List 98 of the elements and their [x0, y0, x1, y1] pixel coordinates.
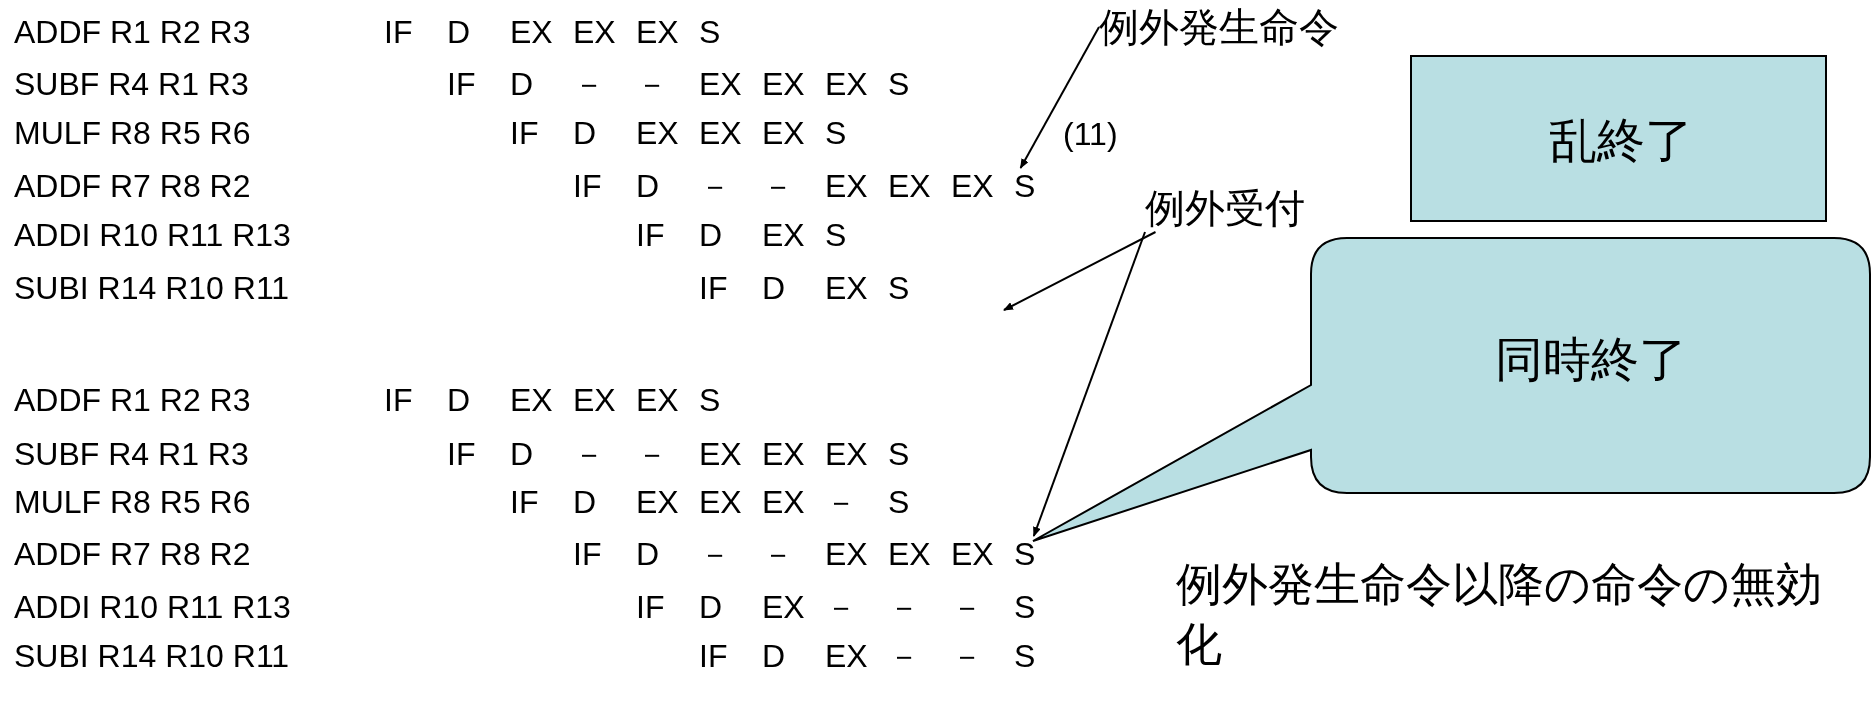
pipeline-stage: S: [1014, 168, 1036, 204]
pipeline-stage: IF: [699, 270, 728, 306]
pipeline-stage: D: [699, 589, 723, 625]
pipeline-stage: D: [447, 382, 471, 418]
pipeline-stage: －: [699, 168, 731, 204]
instruction-text: MULF R8 R5 R6: [14, 484, 251, 520]
pipeline-stage: －: [573, 66, 605, 102]
pipeline-stage: EX: [825, 270, 868, 306]
pipeline-stage: －: [951, 638, 983, 674]
pipeline-stage: D: [510, 66, 534, 102]
pipeline-stage: EX: [825, 168, 868, 204]
pipeline-stage: D: [636, 168, 660, 204]
instruction-text: MULF R8 R5 R6: [14, 115, 251, 151]
instruction-text: SUBI R14 R10 R11: [14, 638, 290, 674]
pipeline-stage: EX: [825, 436, 868, 472]
pipeline-stage: －: [636, 66, 668, 102]
pipeline-stage: EX: [636, 484, 679, 520]
pipeline-stage: S: [888, 66, 910, 102]
pipeline-stage: EX: [762, 217, 805, 253]
pipeline-stage: S: [888, 270, 910, 306]
pipeline-stage: EX: [636, 14, 679, 50]
pipeline-stage: EX: [888, 168, 931, 204]
pipeline-stage: S: [888, 436, 910, 472]
pipeline-stage: IF: [510, 115, 539, 151]
pipeline-stage: －: [699, 536, 731, 572]
pipeline-stage: EX: [636, 382, 679, 418]
pipeline-stage: IF: [636, 589, 665, 625]
pipeline-stage: EX: [762, 484, 805, 520]
pipeline-stage: EX: [825, 66, 868, 102]
pipeline-stage: EX: [699, 436, 742, 472]
pipeline-stage: D: [447, 14, 471, 50]
arrow: [1032, 231, 1146, 537]
pipeline-stage: IF: [573, 536, 602, 572]
pipeline-stage: IF: [573, 168, 602, 204]
pipeline-stage: －: [762, 536, 794, 572]
pipeline-stage: EX: [573, 14, 616, 50]
pipeline-stage: D: [699, 217, 723, 253]
instruction-text: ADDF R7 R8 R2: [14, 168, 251, 204]
pipeline-stage: －: [951, 589, 983, 625]
pipeline-stage: EX: [762, 436, 805, 472]
pipeline-stage: IF: [447, 436, 476, 472]
pipeline-stage: －: [825, 589, 857, 625]
pipeline-stage: EX: [510, 382, 553, 418]
pipeline-stage: EX: [699, 484, 742, 520]
pipeline-stage: D: [573, 115, 597, 151]
instruction-text: ADDI R10 R11 R13: [14, 589, 291, 625]
pipeline-stage: EX: [951, 536, 994, 572]
pipeline-stage: D: [510, 436, 534, 472]
pipeline-stage: －: [888, 638, 920, 674]
pipeline-stage: EX: [510, 14, 553, 50]
arrow: [1003, 231, 1157, 311]
cycle-count: (11): [1063, 116, 1118, 152]
pipeline-stage: EX: [762, 589, 805, 625]
pipeline-stage: S: [699, 14, 721, 50]
callout-text: 例外受付: [1145, 184, 1355, 232]
pipeline-stage: S: [825, 115, 847, 151]
pipeline-stage: EX: [825, 638, 868, 674]
instruction-text: ADDF R1 R2 R3: [14, 14, 251, 50]
pipeline-stage: D: [762, 638, 786, 674]
pipeline-stage: EX: [699, 66, 742, 102]
pipeline-stage: S: [1014, 536, 1036, 572]
pipeline-stage: IF: [699, 638, 728, 674]
instruction-text: ADDI R10 R11 R13: [14, 217, 291, 253]
pipeline-stage: －: [636, 436, 668, 472]
pipeline-stage: S: [1014, 589, 1036, 625]
arrow: [1019, 26, 1100, 169]
pipeline-stage: －: [762, 168, 794, 204]
pipeline-stage: －: [573, 436, 605, 472]
pipeline-stage: EX: [762, 115, 805, 151]
pipeline-stage: IF: [510, 484, 539, 520]
pipeline-stage: EX: [825, 536, 868, 572]
pipeline-stage: EX: [762, 66, 805, 102]
pipeline-stage: IF: [447, 66, 476, 102]
pipeline-stage: EX: [699, 115, 742, 151]
pipeline-stage: S: [699, 382, 721, 418]
note-text: 例外発生命令以降の命令の無効化: [1176, 557, 1823, 672]
pipeline-stage: －: [825, 484, 857, 520]
pipeline-stage: EX: [888, 536, 931, 572]
pipeline-stage: IF: [636, 217, 665, 253]
pipeline-stage: S: [1014, 638, 1036, 674]
pipeline-stage: EX: [636, 115, 679, 151]
pipeline-stage: S: [888, 484, 910, 520]
pipeline-stage: D: [762, 270, 786, 306]
pipeline-stage: S: [825, 217, 847, 253]
instruction-text: SUBF R4 R1 R3: [14, 436, 249, 472]
pipeline-stage: IF: [384, 14, 413, 50]
pipeline-stage: IF: [384, 382, 413, 418]
pipeline-stage: EX: [573, 382, 616, 418]
instruction-text: SUBF R4 R1 R3: [14, 66, 249, 102]
instruction-text: ADDF R7 R8 R2: [14, 536, 251, 572]
text-box: 乱終了: [1410, 55, 1827, 222]
callout-text: 例外発生命令: [1099, 3, 1417, 51]
instruction-text: ADDF R1 R2 R3: [14, 382, 251, 418]
pipeline-stage: D: [573, 484, 597, 520]
pipeline-stage: EX: [951, 168, 994, 204]
pipeline-stage: －: [888, 589, 920, 625]
pipeline-stage: D: [636, 536, 660, 572]
instruction-text: SUBI R14 R10 R11: [14, 270, 290, 306]
